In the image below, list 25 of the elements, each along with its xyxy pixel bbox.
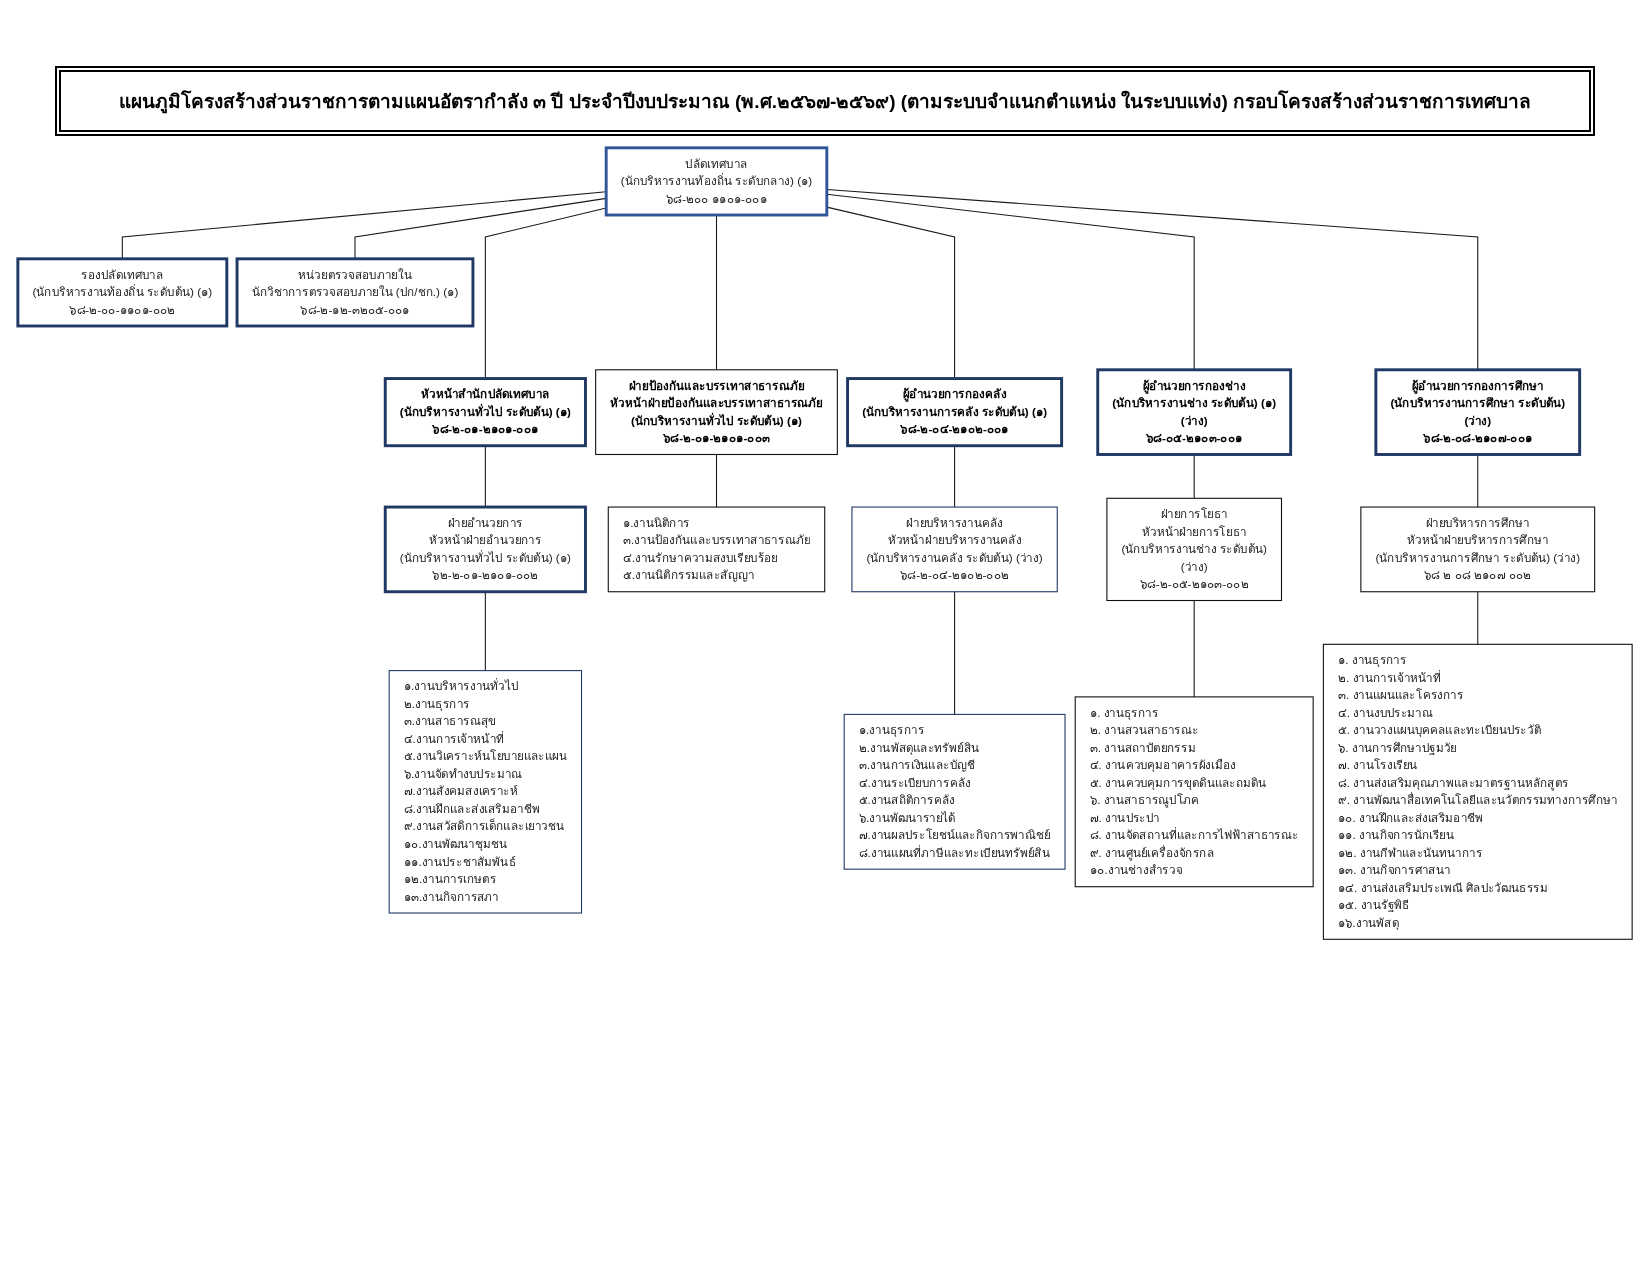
node-box: ผู้อำนวยการกองช่าง (นักบริหารงานช่าง ระดับต้น) (๑) (ว่าง) ๖๘-๐๕-๒๑๐๓-๐๐๑	[1096, 368, 1293, 456]
node-box: ๑. งานธุรการ ๒. งานสวนสาธารณะ ๓. งานสถาปัตยกรรม ๔. งานควบคุมอาคารผังเมือง ๕. งานควบคุมการขุดดินและถมดิน ๖. งานสาธารณูปโภค ๗. งานประปา ๘. งานจัดสถานที่และการไฟฟ้าสาธารณะ ๙. งานศูนย์เครื่องจักรกล ๑๐.งานช่างสำรวจ	[1074, 696, 1314, 888]
node-box: ผู้อำนวยการกองการศึกษา (นักบริหารงานการศึกษา ระดับต้น) (ว่าง) ๖๘-๒-๐๘-๒๑๐๗-๐๐๑	[1374, 368, 1582, 456]
node-box: ฝ่ายการโยธา หัวหน้าฝ่ายการโยธา (นักบริหารงานช่าง ระดับต้น) (ว่าง) ๖๘-๒-๐๕-๒๑๐๓-๐๐๒	[1106, 497, 1283, 602]
node-box: ปลัดเทศบาล (นักบริหารงานท้องถิ่น ระดับกลาง) (๑) ๖๘-๒๐๐ ๑๑๐๑-๐๐๑	[604, 146, 829, 217]
diagram-title: แผนภูมิโครงสร้างส่วนราชการตามแผนอัตรากำลัง ๓ ปี ประจำปีงบประมาณ (พ.ศ.๒๕๖๗-๒๕๖๙) (ตามระบบจำแนกตำแหน่ง ในระบบแท่ง) กรอบโครงสร้างส่วนราชการเทศบาล	[55, 66, 1595, 136]
connector	[1477, 591, 1479, 645]
node-box: ฝ่ายอำนวยการ หัวหน้าฝ่ายอำนวยการ (นักบริหารงานทั่วไป ระดับต้น) (๑) ๖๒-๒-๐๑-๒๑๐๑-๐๐๒	[383, 505, 587, 594]
node-box: รองปลัดเทศบาล (นักบริหารงานท้องถิ่น ระดับต้น) (๑) ๖๘-๒-๐๐-๑๑๐๑-๐๐๒	[16, 257, 229, 328]
node-box: ๑.งานธุรการ ๒.งานพัสดุและทรัพย์สิน ๓.งานการเงินและบัญชี ๔.งานระเบียบการคลัง ๕.งานสถิติการคลัง ๖.งานพัฒนารายได้ ๗.งานผลประโยชน์และกิจการพาณิชย์ ๘.งานแผนที่ภาษีและทะเบียนทรัพย์สิน	[843, 713, 1066, 870]
node-box: หัวหน้าสำนักปลัดเทศบาล (นักบริหารงานทั่วไป ระดับต้น) (๑) ๖๘-๒-๐๑-๒๑๐๑-๐๐๑	[383, 377, 587, 448]
connector	[954, 445, 956, 508]
node-box: ฝ่ายบริหารงานคลัง หัวหน้าฝ่ายบริหารงานคลัง (นักบริหารงานคลัง ระดับต้น) (ว่าง) ๖๘-๒-๐๔-๒๑๐๒-๐๐๒	[851, 506, 1058, 593]
node-box: ๑.งานนิติการ ๓.งานป้องกันและบรรเทาสาธารณภัย ๔.งานรักษาความสงบเรียบร้อย ๕.งานนิติกรรมและสัญญา	[607, 506, 826, 593]
connector	[954, 591, 956, 715]
node-box: ฝ่ายบริหารการศึกษา หัวหน้าฝ่ายบริหารการศึกษา (นักบริหารงานการศึกษา ระดับต้น) (ว่าง) ๖๘ ๒ ๐๘ ๒๑๐๗ ๐๐๒	[1360, 506, 1596, 593]
node-box: ฝ่ายป้องกันและบรรเทาสาธารณภัย หัวหน้าฝ่ายป้องกันและบรรเทาสาธารณภัย (นักบริหารงานทั่วไป ระดับต้น) (๑) ๖๘-๒-๐๑-๒๑๐๑-๐๐๓	[595, 369, 838, 456]
node-box: ๑.งานบริหารงานทั่วไป ๒.งานธุรการ ๓.งานสาธารณสุข ๔.งานการเจ้าหน้าที่ ๕.งานวิเคราะห์นโยบายและแผน ๖.งานจัดทำงบประมาณ ๗.งานสังคมสงเคราะห์ ๘.งานฝึกและส่งเสริมอาชีพ ๙.งานสวัสดิการเด็กและเยาวชน ๑๐.งานพัฒนาชุมชน ๑๑.งานประชาสัมพันธ์ ๑๒.งานการเกษตร ๑๓.งานกิจการสภา	[388, 670, 583, 914]
node-box: หน่วยตรวจสอบภายใน นักวิชาการตรวจสอบภายใน (ปก/ชก.) (๑) ๖๘-๒-๑๒-๓๒๐๕-๐๐๑	[235, 257, 475, 328]
connector	[484, 445, 486, 508]
connector	[715, 453, 718, 508]
node-box: ผู้อำนวยการกองคลัง (นักบริหารงานการคลัง ระดับต้น) (๑) ๖๘-๒-๐๔-๒๑๐๒-๐๐๑	[846, 377, 1064, 448]
connector	[484, 591, 486, 672]
node-box: ๑. งานธุรการ ๒. งานการเจ้าหน้าที่ ๓. งานแผนและโครงการ ๔. งานงบประมาณ ๕. งานวางแผนบุคคลและทะเบียนประวัติ ๖. งานการศึกษาปฐมวัย ๗. งานโรงเรียน ๘. งานส่งเสริมคุณภาพและมาตรฐานหลักสูตร ๙. งานพัฒนาสื่อเทคโนโลยีและนวัตกรรมทางการศึกษา ๑๐. งานฝึกและส่งเสริมอาชีพ ๑๑. งานกิจการนักเรียน ๑๒. งานกีฬาและนันทนาการ ๑๓. งานกิจการศาสนา ๑๔. งานส่งเสริมประเพณี ศิลปะวัฒนธรรม ๑๕. งานรัฐพิธี ๑๖.งานพัสดุ	[1322, 643, 1633, 940]
connector	[1193, 599, 1195, 698]
